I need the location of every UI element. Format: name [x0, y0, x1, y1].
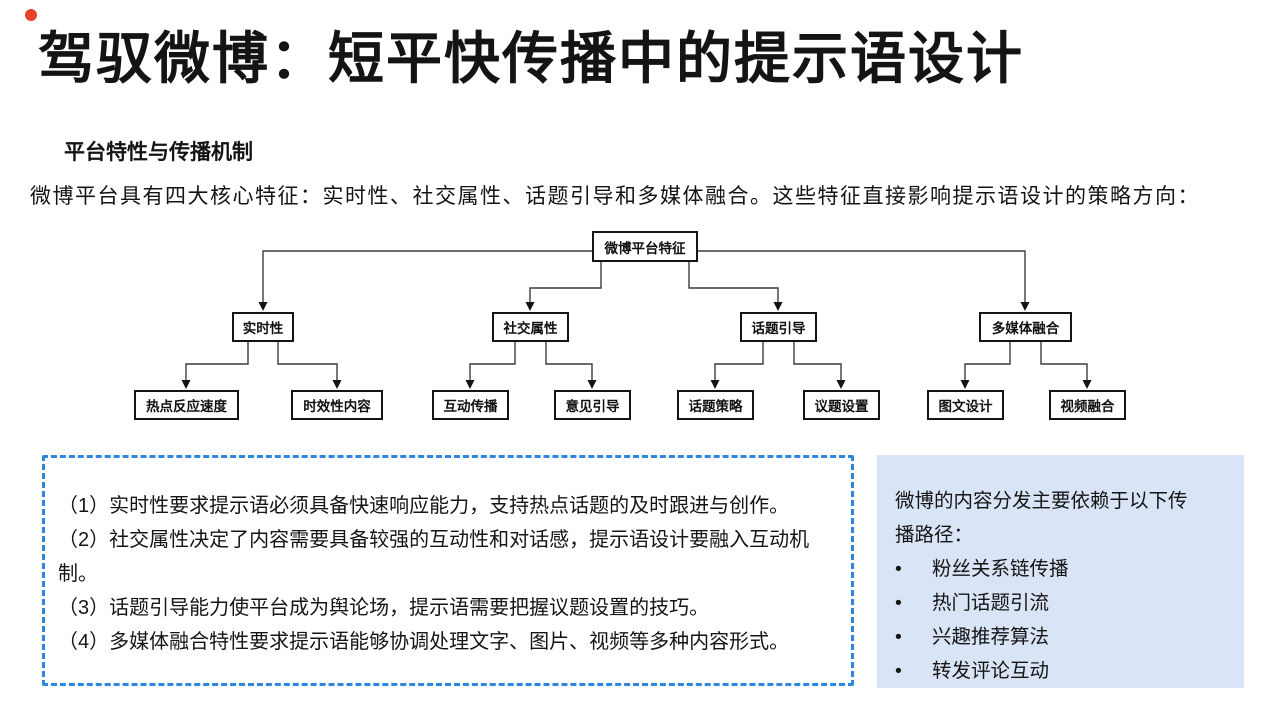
diagram-node-topic-guidance: 话题引导	[740, 312, 817, 342]
diagram-node-social: 社交属性	[492, 312, 569, 342]
diagram-node-realtime: 实时性	[232, 312, 294, 342]
list-item: • 热门话题引流	[895, 586, 1244, 620]
list-item-label: 粉丝关系链传播	[932, 558, 1069, 580]
list-item-label: 热门话题引流	[932, 592, 1050, 614]
list-item: • 转发评论互动	[895, 654, 1244, 688]
list-item-label: 转发评论互动	[932, 660, 1050, 682]
feature-notes-panel: （1）实时性要求提示语必须具备快速响应能力，支持热点话题的及时跟进与创作。 （2…	[42, 455, 854, 686]
bullet-icon: •	[895, 626, 902, 648]
diagram-node-root: 微博平台特征	[592, 231, 698, 262]
distribution-intro: 微博的内容分发主要依赖于以下传播路径：	[895, 490, 1188, 546]
diagram-node-topic-strategy: 话题策略	[677, 390, 754, 420]
note-item-1: （1）实时性要求提示语必须具备快速响应能力，支持热点话题的及时跟进与创作。	[58, 495, 790, 517]
diagram-node-interactive-spread: 互动传播	[432, 390, 509, 420]
bullet-icon: •	[895, 592, 902, 614]
diagram-node-agenda-setting: 议题设置	[803, 390, 880, 420]
bullet-icon: •	[895, 558, 902, 580]
intro-paragraph: 微博平台具有四大核心特征：实时性、社交属性、话题引导和多媒体融合。这些特征直接影…	[30, 185, 1200, 208]
note-item-2: （2）社交属性决定了内容需要具备较强的互动性和对话感，提示语设计要融入互动机制。	[58, 529, 810, 585]
diagram-node-timely-content: 时效性内容	[291, 390, 383, 420]
list-item-label: 兴趣推荐算法	[932, 626, 1050, 648]
section-heading: 平台特性与传播机制	[64, 141, 253, 164]
note-item-3: （3）话题引导能力使平台成为舆论场，提示语需要把握议题设置的技巧。	[58, 597, 710, 619]
page-title: 驾驭微博：短平快传播中的提示语设计	[38, 27, 1024, 90]
platform-features-diagram: 微博平台特征 实时性 社交属性 话题引导 多媒体融合 热点反应速度 时效性内容 …	[134, 231, 1126, 420]
diagram-node-video-fusion: 视频融合	[1049, 390, 1126, 420]
list-item: • 兴趣推荐算法	[895, 620, 1244, 654]
connector-arrowheads	[181, 302, 1092, 389]
diagram-node-multimedia: 多媒体融合	[979, 312, 1072, 342]
diagram-connector-lines	[181, 250, 1092, 389]
diagram-node-opinion-guidance: 意见引导	[554, 390, 631, 420]
note-item-4: （4）多媒体融合特性要求提示语能够协调处理文字、图片、视频等多种内容形式。	[58, 631, 790, 653]
red-dot-icon	[25, 9, 37, 21]
distribution-list: • 粉丝关系链传播 • 热门话题引流 • 兴趣推荐算法 • 转发评论互动	[895, 552, 1244, 688]
list-item: • 粉丝关系链传播	[895, 552, 1244, 586]
diagram-node-image-text-design: 图文设计	[927, 390, 1004, 420]
bullet-icon: •	[895, 660, 902, 682]
diagram-node-hotspot-speed: 热点反应速度	[134, 390, 239, 420]
connector-paths	[185, 250, 1088, 380]
distribution-panel: 微博的内容分发主要依赖于以下传播路径： • 粉丝关系链传播 • 热门话题引流 •…	[877, 455, 1244, 688]
